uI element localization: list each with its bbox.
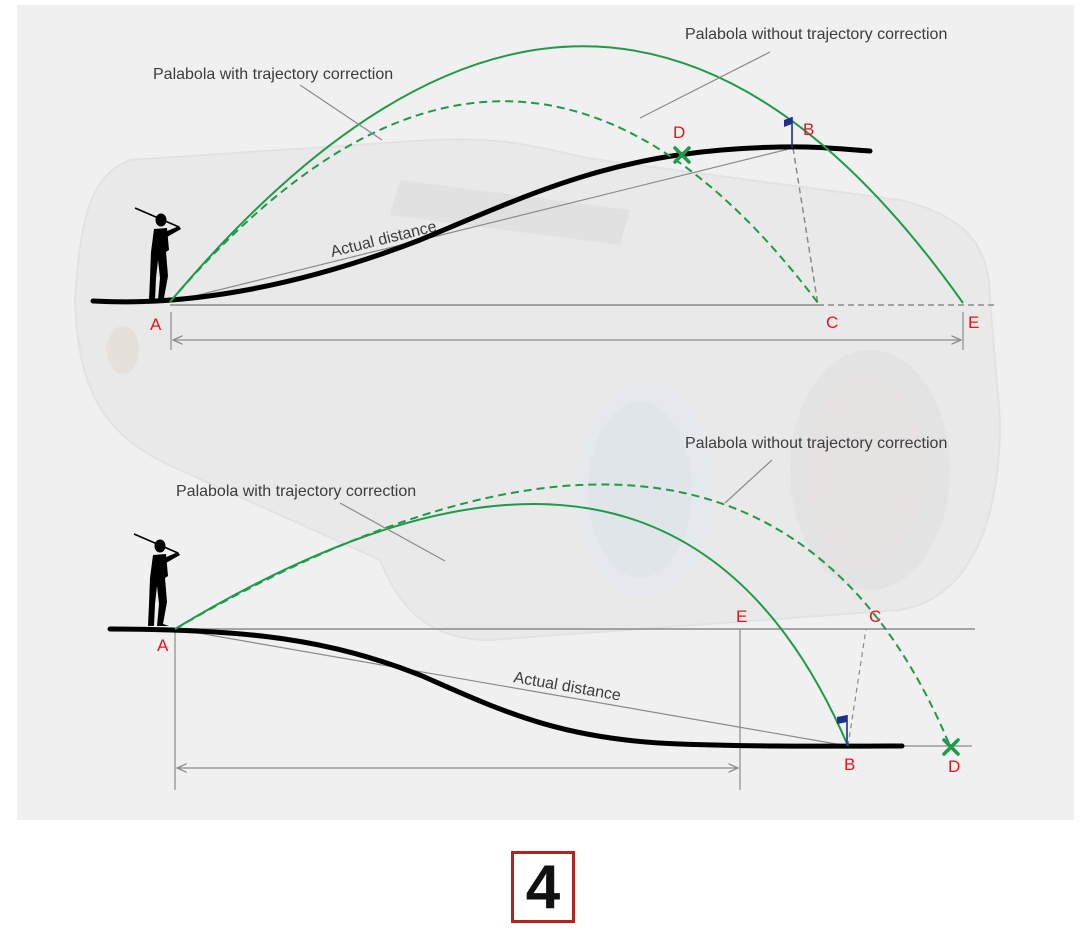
top-drop-line bbox=[792, 147, 819, 306]
bottom-parabola-with-correction bbox=[174, 502, 849, 747]
bottom-diagram: Palabola with trajectory correction Pala… bbox=[107, 435, 975, 790]
top-diagram: Palabola with trajectory correction Pala… bbox=[90, 26, 995, 350]
top-point-c: C bbox=[826, 313, 838, 332]
bottom-point-d: D bbox=[948, 757, 960, 776]
top-point-b: B bbox=[803, 120, 814, 139]
rangefinder-background bbox=[73, 138, 1002, 642]
top-point-e: E bbox=[968, 313, 979, 332]
flag-icon bbox=[784, 117, 793, 148]
bottom-leader-with bbox=[339, 502, 446, 562]
bottom-label-with-correction: Palabola with trajectory correction bbox=[176, 483, 416, 500]
flag-icon bbox=[837, 715, 848, 746]
cross-marker-icon bbox=[673, 146, 691, 164]
top-point-d: D bbox=[673, 123, 685, 142]
top-leader-without bbox=[639, 51, 771, 119]
top-point-a: A bbox=[150, 315, 162, 334]
top-leader-with bbox=[299, 84, 383, 141]
top-terrain bbox=[90, 144, 873, 305]
bottom-point-b: B bbox=[844, 755, 855, 774]
bottom-label-without-correction: Palabola without trajectory correction bbox=[685, 435, 947, 452]
bottom-point-e: E bbox=[736, 607, 747, 626]
bottom-terrain bbox=[107, 626, 905, 749]
bottom-point-c: C bbox=[869, 607, 881, 626]
bottom-point-a: A bbox=[157, 636, 169, 655]
top-label-with-correction: Palabola with trajectory correction bbox=[153, 66, 393, 83]
top-parabola-with-correction bbox=[169, 45, 964, 304]
top-actual-distance-line bbox=[169, 147, 794, 303]
golfer-icon bbox=[133, 533, 181, 627]
top-label-without-correction: Palabola without trajectory correction bbox=[685, 26, 947, 43]
bottom-label-actual-distance: Actual distance bbox=[512, 669, 622, 704]
top-parabola-without-correction bbox=[169, 100, 819, 304]
bottom-parabola-without-correction bbox=[174, 483, 951, 747]
step-number-badge: 4 bbox=[511, 851, 575, 923]
bottom-actual-distance-line bbox=[174, 628, 849, 747]
bottom-drop-line bbox=[847, 628, 867, 747]
bottom-leader-without bbox=[724, 459, 773, 504]
cross-marker-icon bbox=[942, 738, 960, 756]
